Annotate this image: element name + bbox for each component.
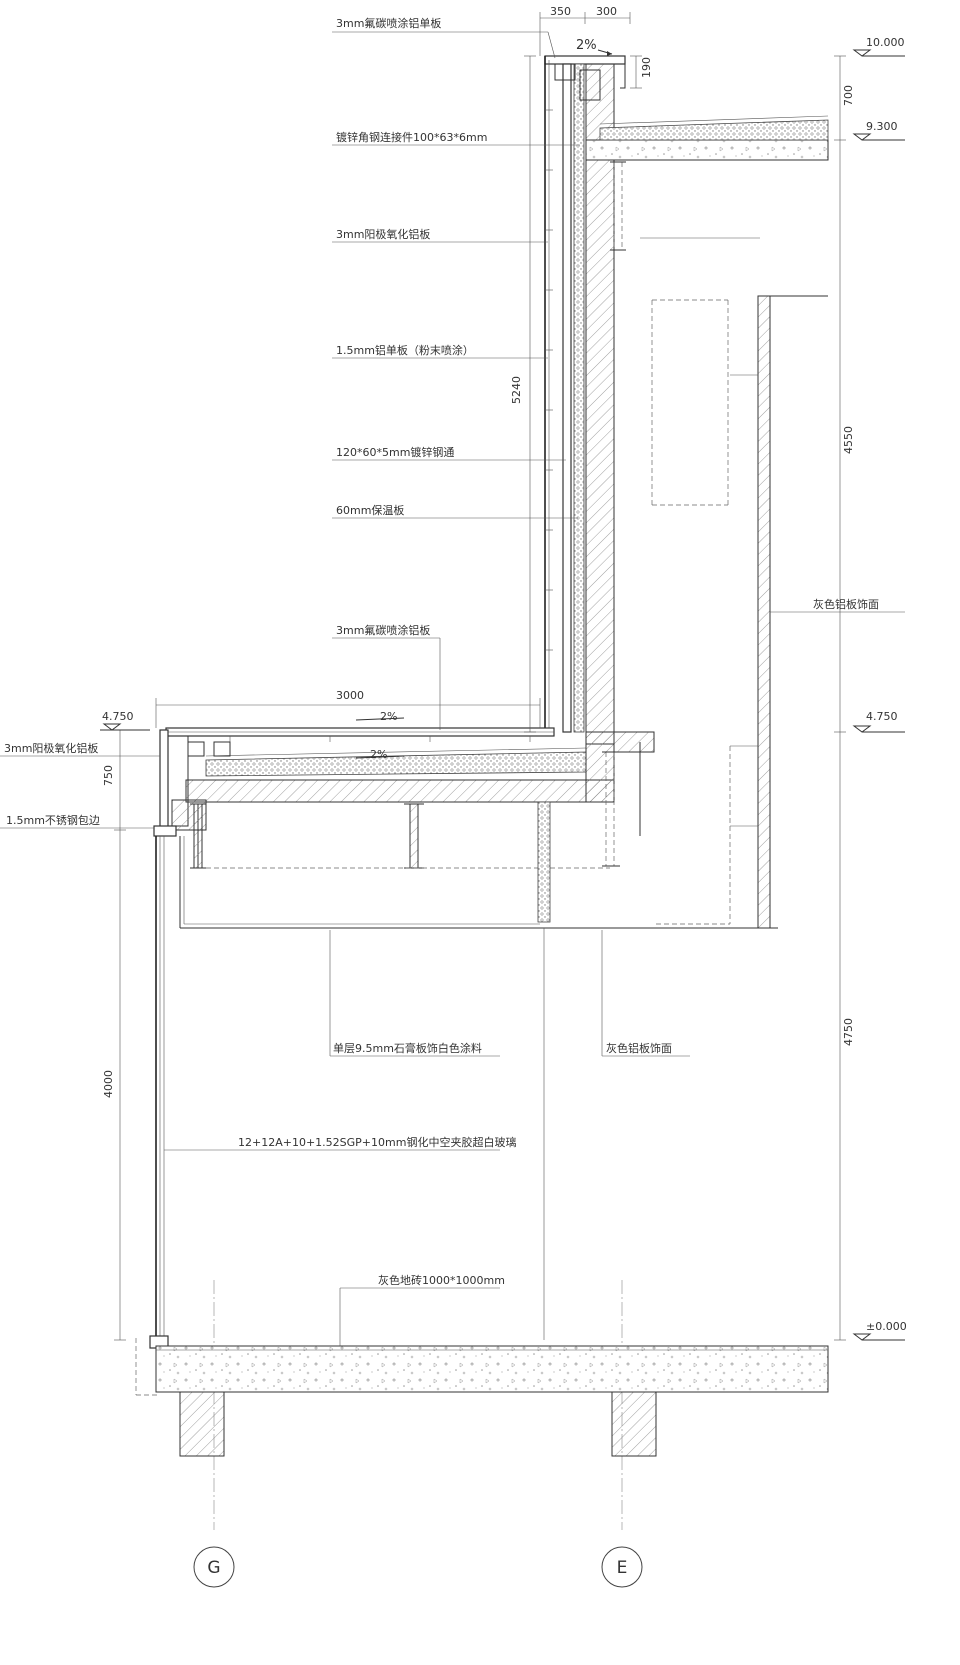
canopy	[153, 717, 778, 929]
level-4750-right: 4.750	[866, 710, 898, 723]
annotation-labels: 3mm氟碳喷涂铝单板 镀锌角钢连接件100*63*6mm 3mm阳极氧化铝板 1…	[4, 16, 879, 1287]
dim-4550: 4550	[842, 426, 855, 454]
label-stainless-edge: 1.5mm不锈钢包边	[6, 814, 100, 827]
dim-5240: 5240	[510, 376, 523, 404]
dim-190: 190	[640, 57, 653, 78]
dim-300: 300	[596, 5, 617, 18]
dim-700: 700	[842, 85, 855, 106]
label-gray-aluminum-lower: 灰色铝板饰面	[606, 1041, 672, 1055]
level-texts: 10.000 9.300 4.750 ±0.000 4.750	[102, 36, 907, 1333]
level-4750-left: 4.750	[102, 710, 134, 723]
label-steel-tube: 120*60*5mm镀锌钢通	[336, 445, 454, 459]
label-angle-steel: 镀锌角钢连接件100*63*6mm	[336, 130, 487, 144]
label-gray-aluminum-right: 灰色铝板饰面	[813, 597, 879, 611]
axis-lines	[213, 1280, 623, 1530]
slope-canopy-top: 2%	[380, 710, 397, 723]
roof-parapet	[544, 49, 829, 745]
dim-350: 350	[550, 5, 571, 18]
axis-label-g: G	[207, 1558, 220, 1578]
cladding-brackets	[545, 109, 553, 651]
label-floor-tile: 灰色地砖1000*1000mm	[378, 1273, 505, 1287]
label-powder-coated: 1.5mm铝单板（粉末喷涂）	[336, 343, 474, 357]
leader-lines	[0, 31, 905, 1346]
level-markers	[100, 49, 905, 1341]
label-anodized-left: 3mm阳极氧化铝板	[4, 741, 98, 755]
label-anodized-upper: 3mm阳极氧化铝板	[336, 227, 430, 241]
label-gypsum-board: 单层9.5mm石膏板饰白色涂料	[333, 1041, 482, 1055]
dimension-texts: 350 300 190 700 5240 4550 3000 750 4750 …	[102, 5, 855, 1098]
dimension-lines	[114, 12, 846, 1341]
axis-label-e: E	[617, 1558, 628, 1578]
level-0000: ±0.000	[866, 1320, 907, 1333]
axis-bubble-e: E	[601, 1546, 643, 1588]
ground-slab	[155, 1345, 829, 1457]
interior-wall	[640, 237, 828, 929]
slope-canopy-inner: 2%	[370, 748, 387, 761]
dim-4750: 4750	[842, 1018, 855, 1046]
level-10000: 10.000	[866, 36, 905, 49]
label-pvdf-panel: 3mm氟碳喷涂铝板	[336, 623, 430, 637]
dim-750: 750	[102, 765, 115, 786]
slope-texts: 2% 2% 2%	[370, 38, 597, 761]
label-insulation: 60mm保温板	[336, 503, 404, 517]
slope-roof: 2%	[576, 38, 597, 53]
label-pvdf-single-panel: 3mm氟碳喷涂铝单板	[336, 16, 441, 30]
level-9300: 9.300	[866, 120, 898, 133]
dim-3000: 3000	[336, 689, 364, 702]
dim-4000: 4000	[102, 1070, 115, 1098]
label-glass: 12+12A+10+1.52SGP+10mm钢化中空夹胶超白玻璃	[238, 1135, 516, 1149]
axis-bubble-g: G	[193, 1546, 235, 1588]
